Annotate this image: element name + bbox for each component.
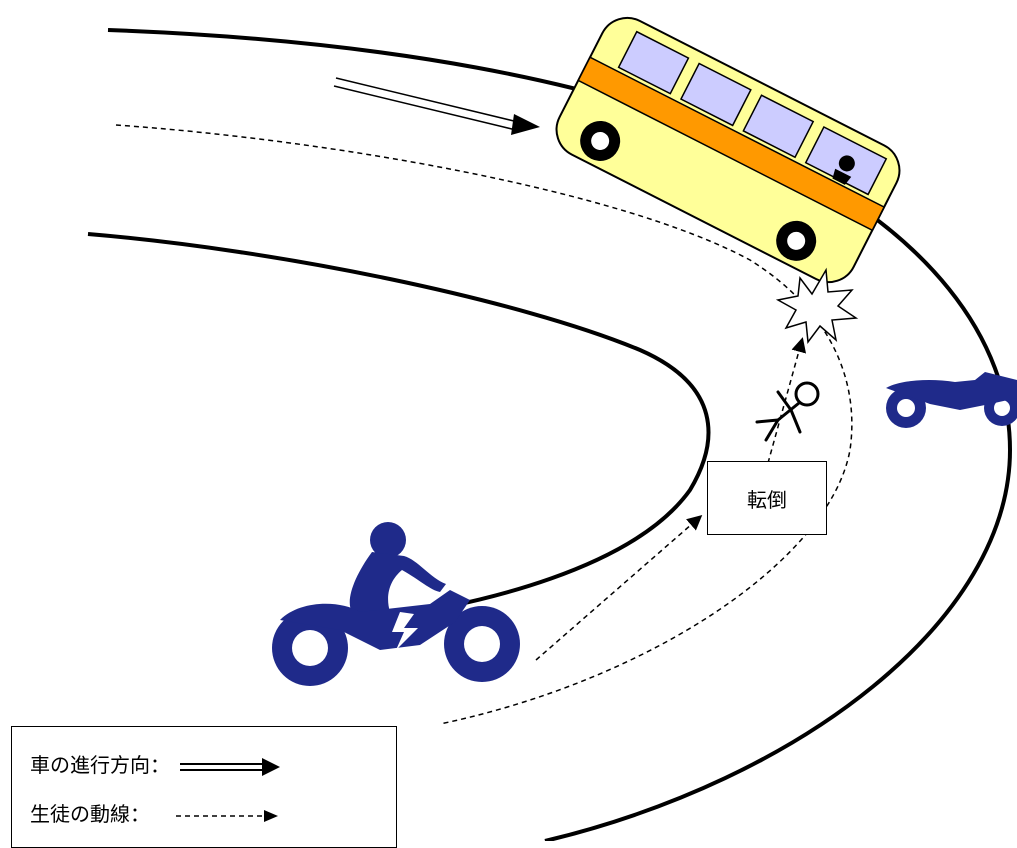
fall-label-text: 転倒 xyxy=(747,487,787,512)
legend: 車の進行方向： 生徒の動線： xyxy=(11,726,397,848)
legend-student-path: 生徒の動線： xyxy=(30,798,286,827)
dashed-arrow-icon xyxy=(176,809,279,822)
fall-label: 転倒 xyxy=(707,461,827,535)
legend-car-direction: 車の進行方向： xyxy=(30,749,286,778)
falling-person-icon xyxy=(755,381,820,442)
student-path-curve xyxy=(115,124,853,725)
double-arrow-icon xyxy=(180,757,281,776)
road-outer-line xyxy=(107,28,1013,841)
student-path-to-fall xyxy=(535,515,703,661)
car-direction-arrow xyxy=(333,77,540,135)
motorcycle-icon-right xyxy=(886,372,1017,428)
legend-student-path-label: 生徒の動線： xyxy=(30,802,150,826)
collision-burst-icon xyxy=(775,267,859,344)
legend-car-direction-label: 車の進行方向： xyxy=(30,753,170,777)
bus-icon xyxy=(555,16,901,284)
road-inner-line xyxy=(87,232,711,630)
motorcycle-icon xyxy=(272,522,520,686)
